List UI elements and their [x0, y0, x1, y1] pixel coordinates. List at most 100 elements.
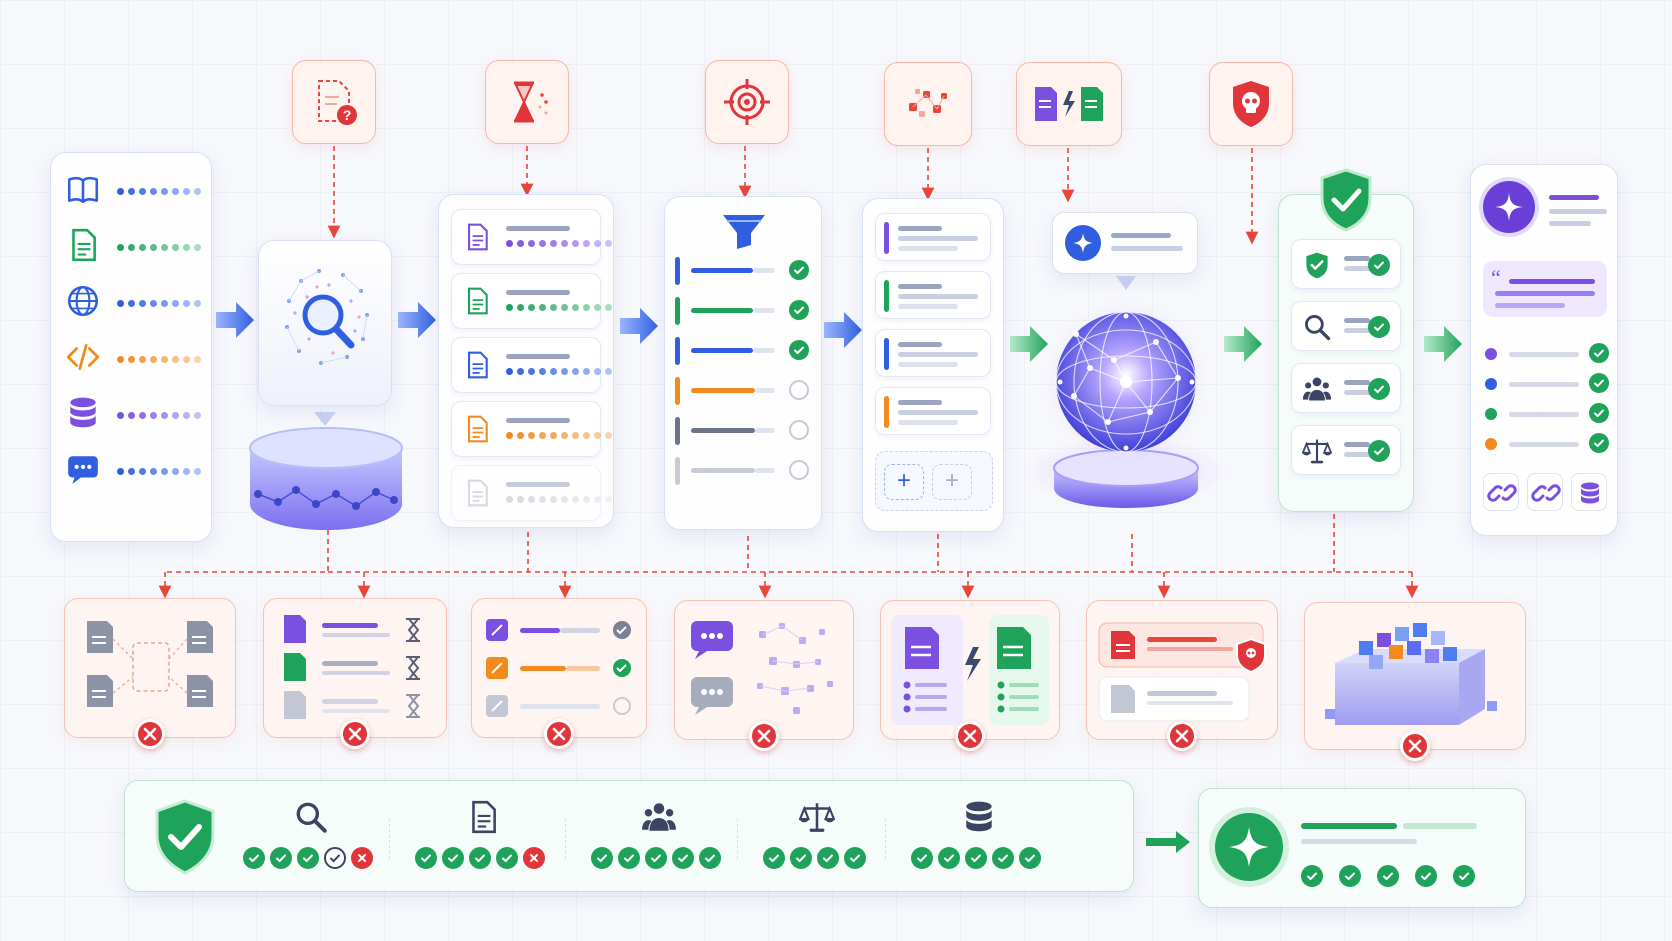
pass-check-icon — [645, 847, 667, 869]
ranked-item[interactable] — [675, 257, 811, 285]
document-icon — [462, 478, 492, 513]
retrieved-chunk[interactable] — [451, 337, 612, 393]
scales-icon — [798, 799, 836, 840]
scattered-context-icon — [691, 621, 833, 715]
database-icon[interactable] — [1571, 473, 1607, 511]
unselected-circle-icon[interactable] — [789, 420, 809, 440]
context-chunk[interactable] — [875, 387, 991, 435]
flow-arrow-green — [1010, 326, 1462, 853]
answer-point — [1485, 343, 1609, 365]
pass-check-icon — [270, 847, 292, 869]
source-dots — [117, 244, 201, 251]
retrieved-chunk[interactable] — [451, 465, 612, 521]
pass-check-icon — [297, 847, 319, 869]
relevance-dots — [506, 496, 612, 503]
guardrail-check[interactable] — [1291, 301, 1401, 351]
retrieved-documents-panel — [438, 194, 614, 528]
guardrail-check[interactable] — [1291, 425, 1401, 475]
selected-check-icon[interactable] — [789, 260, 809, 280]
context-chunk[interactable] — [875, 271, 991, 319]
failure-missing-context — [64, 598, 236, 749]
link-icon[interactable] — [1483, 473, 1519, 511]
document-icon — [462, 350, 492, 385]
unselected-circle-icon[interactable] — [789, 460, 809, 480]
threat-unknown-document: ? — [292, 60, 376, 144]
unknown-document-icon: ? — [318, 80, 357, 125]
answer-quote-block: “ — [1483, 261, 1607, 317]
data-sources-panel — [50, 152, 212, 542]
relevance-dots — [506, 240, 612, 247]
fail-icon — [135, 719, 165, 749]
threat-target — [705, 60, 789, 144]
pass-check-icon — [1368, 440, 1390, 462]
ranked-item[interactable] — [675, 377, 811, 405]
pass-check-icon — [1368, 316, 1390, 338]
document-icon — [462, 286, 492, 321]
chat-icon — [65, 451, 101, 492]
context-chunk[interactable] — [875, 213, 991, 261]
users-icon — [1302, 374, 1332, 409]
selected-check-icon[interactable] — [789, 340, 809, 360]
pass-check-icon — [938, 847, 960, 869]
pass-check-icon — [415, 847, 437, 869]
pass-check-icon — [1589, 433, 1609, 453]
selected-check-icon[interactable] — [789, 300, 809, 320]
pass-check-icon — [844, 847, 866, 869]
funnel-icon — [723, 215, 765, 249]
answer-point — [1485, 373, 1609, 395]
flow-arrow-blue — [216, 302, 862, 348]
unselected-circle-icon[interactable] — [789, 380, 809, 400]
pass-check-icon — [1453, 865, 1475, 887]
source-item[interactable] — [65, 227, 201, 268]
failure-bus — [165, 512, 329, 573]
pass-check-icon — [992, 847, 1014, 869]
ranked-item[interactable] — [675, 457, 811, 485]
source-item[interactable] — [65, 395, 201, 436]
broken-links-icon — [87, 621, 213, 707]
source-item[interactable] — [65, 451, 201, 492]
ranked-item[interactable] — [675, 417, 811, 445]
fail-icon — [523, 847, 545, 869]
ranked-item[interactable] — [675, 337, 811, 365]
add-slot-icon[interactable]: + — [884, 464, 924, 500]
threat-document-swap — [1016, 62, 1122, 146]
relevance-dots — [506, 304, 612, 311]
pass-check-icon — [672, 847, 694, 869]
guardrail-check[interactable] — [1291, 363, 1401, 413]
hourglass-icon — [514, 81, 548, 123]
pass-check-icon — [1377, 865, 1399, 887]
skull-shield-icon — [1233, 81, 1269, 127]
source-item[interactable] — [65, 171, 201, 212]
pass-check-icon — [469, 847, 491, 869]
evaluation-summary-bar — [124, 780, 1134, 892]
failure-context-fragmentation — [674, 600, 854, 751]
pass-check-icon — [442, 847, 464, 869]
failure-conflicting-sources — [880, 600, 1060, 751]
add-slot-icon[interactable]: + — [932, 464, 972, 500]
link-icon[interactable] — [1527, 473, 1563, 511]
pass-check-icon — [591, 847, 613, 869]
sparkle-icon — [1065, 225, 1101, 261]
misranked-list-icon — [486, 619, 631, 717]
fail-icon — [1400, 731, 1430, 761]
retrieved-chunk[interactable] — [451, 401, 612, 457]
retrieved-chunk[interactable] — [451, 209, 612, 265]
guardrail-check[interactable] — [1291, 239, 1401, 289]
context-window-panel: + + — [862, 198, 1004, 532]
poisoned-document-icon — [1098, 622, 1266, 722]
pass-check-icon — [965, 847, 987, 869]
relevance-dots — [506, 432, 612, 439]
shield-check-icon — [1320, 168, 1372, 232]
source-item[interactable] — [65, 339, 201, 380]
source-item[interactable] — [65, 283, 201, 324]
pass-check-icon — [699, 847, 721, 869]
group-divider — [737, 819, 738, 859]
failure-data-poisoning — [1086, 600, 1278, 751]
pass-check-icon — [911, 847, 933, 869]
ranked-item[interactable] — [675, 297, 811, 325]
retrieved-chunk[interactable] — [451, 273, 612, 329]
group-divider — [885, 819, 886, 859]
globe-icon — [65, 283, 101, 324]
pass-check-icon — [1589, 373, 1609, 393]
context-chunk[interactable] — [875, 329, 991, 377]
